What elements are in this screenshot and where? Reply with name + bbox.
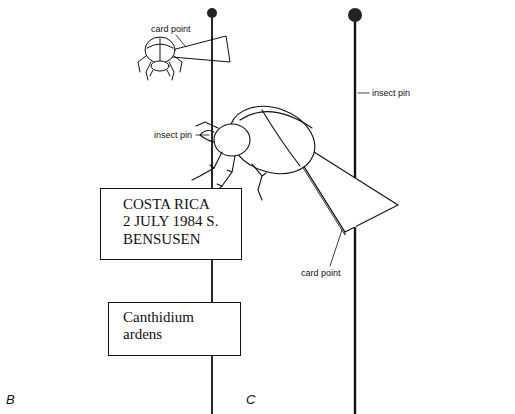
leader-line [196,135,209,136]
panel-letter: C [246,392,255,407]
callout-label: card point [150,24,192,34]
callout-label: insect pin [371,88,411,98]
insect-pin [211,38,213,60]
leader-line [358,93,369,94]
specimen-label: COSTA RICA 2 JULY 1984 S. BENSUSEN [100,188,242,260]
specimen-label: Canthidium ardens [108,302,241,356]
pin-head [207,8,217,18]
beetle-large [192,95,324,200]
panel-letter: B [6,392,15,407]
label-text: Canthidium ardens [123,309,211,344]
pin-head [348,8,362,22]
insect-pin [354,22,356,414]
leader-line [176,35,186,47]
callout-label: insect pin [153,130,193,140]
pin-hidden [354,180,356,226]
card-point [172,36,230,62]
callout-label: card point [300,268,342,278]
leader-line [330,230,342,266]
label-text: COSTA RICA 2 JULY 1984 S. BENSUSEN [123,196,220,248]
beetle-small [138,37,182,80]
